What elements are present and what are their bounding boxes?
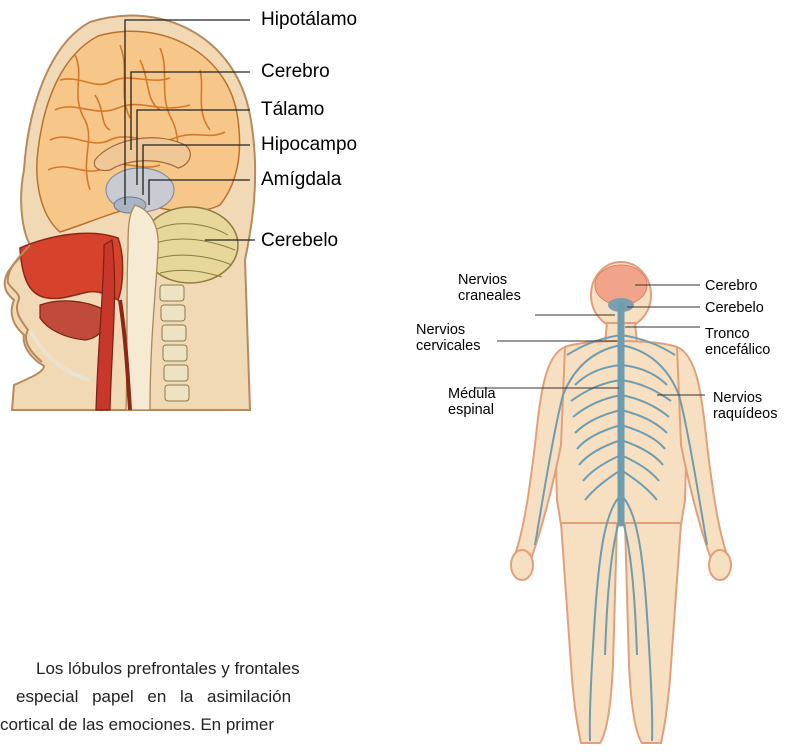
label-tronco-encefalico: Tronco encefálico [705,326,770,358]
label-nervios-craneales: Nervios craneales [458,272,521,304]
label-hipotalamo: Hipotálamo [261,10,357,29]
label-nervios-raquideos: Nervios raquídeos [713,390,778,422]
label-cerebelo: Cerebelo [261,231,338,250]
label-amigdala: Amígdala [261,170,341,189]
label-cerebelo-body: Cerebelo [705,300,764,316]
label-raquideos-line1: Nervios [713,390,778,406]
paragraph-line-2: especial papel en la asimilación [0,683,348,711]
paragraph-line-1: Los lóbulos prefrontales y frontales [0,655,348,683]
label-nervios-craneales-line1: Nervios [458,272,521,288]
label-nervios-craneales-line2: craneales [458,288,521,304]
label-nervios-cervicales: Nervios cervicales [416,322,480,354]
label-cerebro: Cerebro [261,62,330,81]
label-raquideos-line2: raquídeos [713,406,778,422]
label-medula-line1: Médula [448,386,496,402]
label-medula-espinal: Médula espinal [448,386,496,418]
label-nervios-cervicales-line2: cervicales [416,338,480,354]
body-paragraph: Los lóbulos prefrontales y frontales esp… [0,655,348,739]
label-cerebro-body: Cerebro [705,278,757,294]
label-medula-line2: espinal [448,402,496,418]
label-nervios-cervicales-line1: Nervios [416,322,480,338]
paragraph-line-3: cortical de las emociones. En primer [0,711,348,739]
label-hipocampo: Hipocampo [261,135,357,154]
label-tronco-line1: Tronco [705,326,770,342]
label-tronco-line2: encefálico [705,342,770,358]
label-talamo: Tálamo [261,100,324,119]
